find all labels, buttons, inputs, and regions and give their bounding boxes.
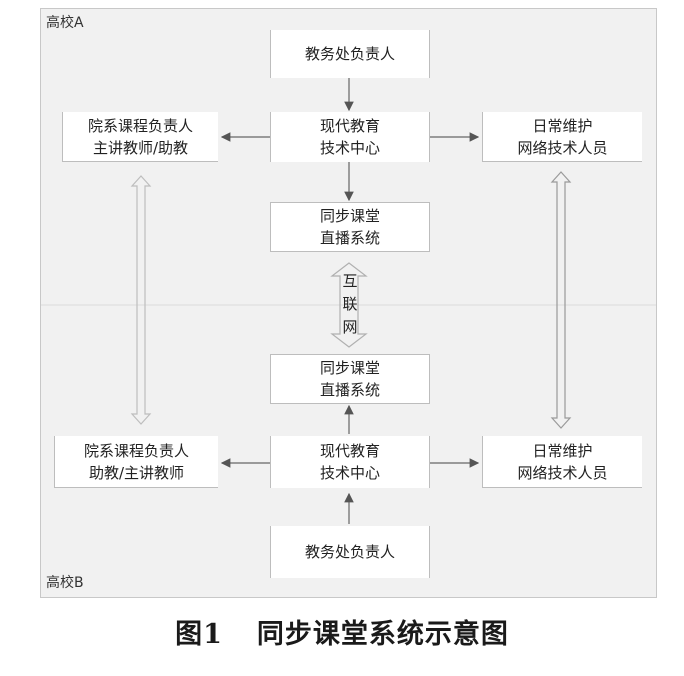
center-line2-b: 技术中心 [319, 464, 380, 482]
internet-char-3: 网 [342, 318, 358, 336]
sync-box-b: 同步课堂 直播系统 [270, 354, 430, 404]
internet-label: 互 联 网 [335, 270, 365, 339]
center-line2-a: 技术中心 [319, 139, 380, 157]
dean-box-a: 教务处负责人 [270, 30, 430, 78]
center-box-b: 现代教育 技术中心 [270, 436, 430, 488]
maint-box-b: 日常维护 网络技术人员 [482, 436, 642, 488]
dept-line2-b: 助教/主讲教师 [88, 463, 185, 482]
dean-label-a: 教务处负责人 [304, 45, 395, 63]
figure-number: 图1 [175, 619, 223, 650]
sync-line2-b: 直播系统 [319, 381, 380, 399]
center-line1-a: 现代教育 [319, 117, 380, 135]
dept-link-double-arrow [130, 175, 152, 425]
school-b-label: 高校B [46, 575, 84, 591]
dept-box-b: 院系课程负责人 助教/主讲教师 [54, 436, 218, 488]
maint-line2-b: 网络技术人员 [517, 463, 608, 482]
center-line1-b: 现代教育 [319, 442, 380, 460]
dept-box-a: 院系课程负责人 主讲教师/助教 [62, 112, 218, 162]
sync-line1-b: 同步课堂 [319, 359, 380, 377]
figure-title: 同步课堂系统示意图 [256, 619, 509, 650]
sync-box-a: 同步课堂 直播系统 [270, 202, 430, 252]
school-a-label: 高校A [46, 15, 84, 31]
maint-line1-a: 日常维护 [532, 116, 593, 135]
sync-line1-a: 同步课堂 [319, 207, 380, 225]
internet-char-1: 互 [342, 272, 358, 290]
dean-label-b: 教务处负责人 [304, 543, 395, 561]
figure-caption: 图1 同步课堂系统示意图 [0, 612, 684, 651]
maint-box-a: 日常维护 网络技术人员 [482, 112, 642, 162]
maint-link-double-arrow [550, 171, 572, 429]
dept-line2-a: 主讲教师/助教 [92, 138, 189, 157]
internet-double-arrow [330, 262, 368, 348]
maint-line1-b: 日常维护 [532, 441, 593, 460]
dean-box-b: 教务处负责人 [270, 526, 430, 578]
maint-line2-a: 网络技术人员 [517, 138, 608, 157]
center-box-a: 现代教育 技术中心 [270, 112, 430, 162]
sync-line2-a: 直播系统 [319, 229, 380, 247]
dept-line1-a: 院系课程负责人 [87, 116, 193, 135]
dept-line1-b: 院系课程负责人 [83, 441, 189, 460]
internet-char-2: 联 [342, 295, 358, 313]
